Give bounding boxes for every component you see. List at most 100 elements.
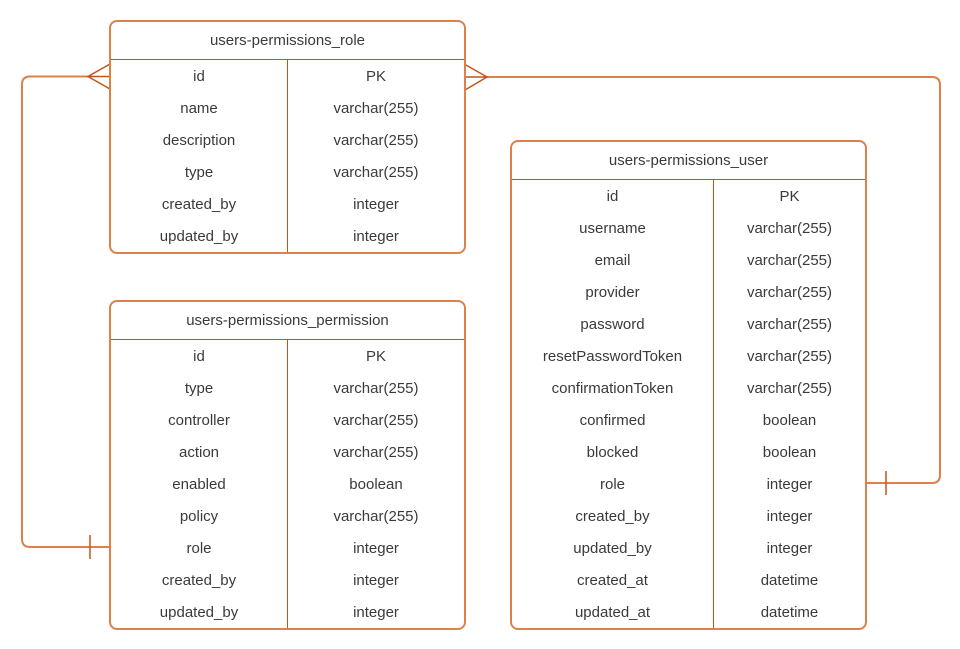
table-row: updated_by integer	[111, 220, 464, 252]
field-type: PK	[365, 347, 386, 365]
table-row: role integer	[111, 532, 464, 564]
field-type: integer	[766, 539, 813, 557]
table-row: confirmed boolean	[512, 404, 865, 436]
field-name: updated_by	[111, 596, 288, 628]
table-row: enabled boolean	[111, 468, 464, 500]
table-row: type varchar(255)	[111, 156, 464, 188]
table-fields: id PK type varchar(255) controller varch…	[111, 340, 464, 628]
field-name: id	[111, 340, 288, 372]
table-row: id PK	[111, 340, 464, 372]
field-type: varchar(255)	[746, 347, 833, 365]
table-row: id PK	[111, 60, 464, 92]
relationship-line-role-permission	[21, 75, 109, 548]
table-fields: id PK username varchar(255) email varcha…	[512, 180, 865, 628]
field-name: updated_by	[512, 532, 714, 564]
field-type: varchar(255)	[333, 507, 419, 525]
field-type: boolean	[349, 475, 403, 493]
entity-table-permission[interactable]: users-permissions_permission id PK type …	[109, 300, 466, 630]
field-type: integer	[353, 195, 399, 213]
table-row: created_by integer	[111, 564, 464, 596]
field-type: PK	[365, 67, 386, 85]
field-type: datetime	[760, 603, 819, 621]
field-name: name	[111, 92, 288, 124]
field-name: updated_at	[512, 596, 714, 628]
field-name: controller	[111, 404, 288, 436]
relationship-line-role-user	[487, 76, 941, 484]
field-type: varchar(255)	[333, 163, 419, 181]
field-type: varchar(255)	[746, 379, 833, 397]
table-title: users-permissions_role	[111, 22, 464, 60]
table-row: description varchar(255)	[111, 124, 464, 156]
field-name: updated_by	[111, 220, 288, 252]
table-row: type varchar(255)	[111, 372, 464, 404]
field-name: created_by	[111, 564, 288, 596]
field-name: blocked	[512, 436, 714, 468]
field-type: PK	[779, 187, 800, 205]
field-type: varchar(255)	[333, 131, 419, 149]
field-name: resetPasswordToken	[512, 340, 714, 372]
field-name: enabled	[111, 468, 288, 500]
field-name: provider	[512, 276, 714, 308]
field-name: id	[512, 180, 714, 212]
field-type: varchar(255)	[333, 379, 419, 397]
table-row: blocked boolean	[512, 436, 865, 468]
field-name: created_by	[111, 188, 288, 220]
table-fields: id PK name varchar(255) description varc…	[111, 60, 464, 252]
field-type: varchar(255)	[333, 443, 419, 461]
entity-table-role[interactable]: users-permissions_role id PK name varcha…	[109, 20, 466, 254]
field-type: varchar(255)	[746, 283, 833, 301]
entity-table-user[interactable]: users-permissions_user id PK username va…	[510, 140, 867, 630]
table-row: id PK	[512, 180, 865, 212]
field-type: varchar(255)	[746, 315, 833, 333]
field-type: integer	[353, 539, 399, 557]
field-type: integer	[766, 507, 813, 525]
table-row: updated_at datetime	[512, 596, 865, 628]
crow-foot-many-marker	[86, 63, 111, 90]
field-name: id	[111, 60, 288, 92]
table-row: confirmationToken varchar(255)	[512, 372, 865, 404]
field-type: boolean	[762, 443, 817, 461]
field-type: integer	[353, 603, 399, 621]
table-row: provider varchar(255)	[512, 276, 865, 308]
field-name: action	[111, 436, 288, 468]
field-type: integer	[766, 475, 813, 493]
table-row: policy varchar(255)	[111, 500, 464, 532]
field-name: email	[512, 244, 714, 276]
field-type: integer	[353, 227, 399, 245]
table-row: created_at datetime	[512, 564, 865, 596]
field-type: integer	[353, 571, 399, 589]
table-row: controller varchar(255)	[111, 404, 464, 436]
field-type: boolean	[762, 411, 817, 429]
field-name: created_by	[512, 500, 714, 532]
field-name: description	[111, 124, 288, 156]
table-row: role integer	[512, 468, 865, 500]
field-type: varchar(255)	[746, 219, 833, 237]
field-name: role	[111, 532, 288, 564]
field-type: datetime	[760, 571, 819, 589]
field-name: username	[512, 212, 714, 244]
table-row: updated_by integer	[111, 596, 464, 628]
table-title: users-permissions_user	[512, 142, 865, 180]
table-row: email varchar(255)	[512, 244, 865, 276]
table-row: name varchar(255)	[111, 92, 464, 124]
field-name: policy	[111, 500, 288, 532]
field-type: varchar(255)	[746, 251, 833, 269]
table-row: password varchar(255)	[512, 308, 865, 340]
table-row: created_by integer	[512, 500, 865, 532]
field-name: confirmationToken	[512, 372, 714, 404]
table-row: resetPasswordToken varchar(255)	[512, 340, 865, 372]
table-row: updated_by integer	[512, 532, 865, 564]
table-row: username varchar(255)	[512, 212, 865, 244]
field-name: confirmed	[512, 404, 714, 436]
field-name: type	[111, 156, 288, 188]
field-name: role	[512, 468, 714, 500]
field-name: created_at	[512, 564, 714, 596]
table-row: created_by integer	[111, 188, 464, 220]
crow-foot-many-marker	[464, 63, 489, 91]
field-name: password	[512, 308, 714, 340]
field-type: varchar(255)	[333, 99, 419, 117]
field-name: type	[111, 372, 288, 404]
field-type: varchar(255)	[333, 411, 419, 429]
